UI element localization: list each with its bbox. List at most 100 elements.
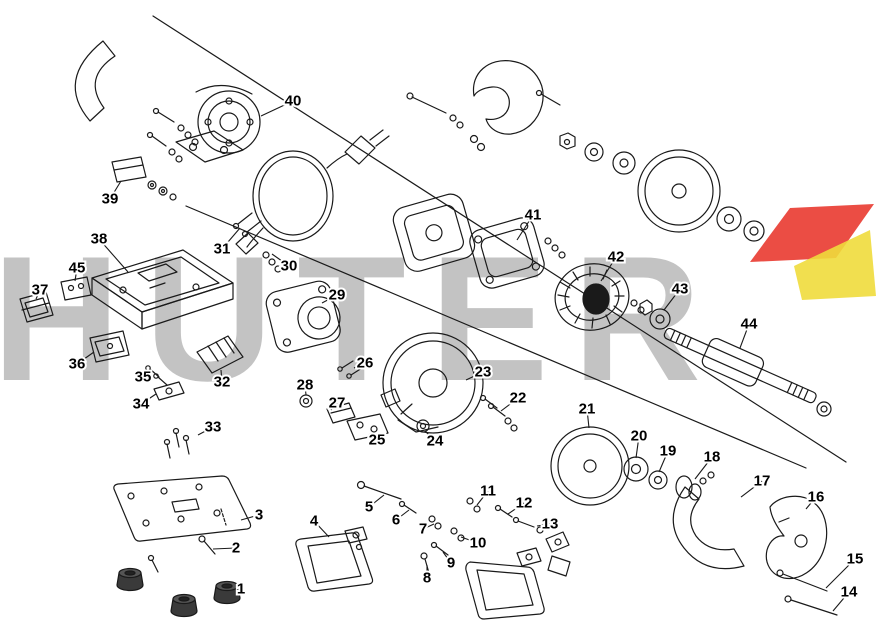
part-eye-shield-right bbox=[356, 480, 571, 620]
part-motor-body bbox=[392, 193, 476, 272]
part-label-30: 30 bbox=[281, 258, 298, 275]
part-leader-43 bbox=[663, 288, 681, 311]
part-label-14: 14 bbox=[841, 584, 858, 601]
part-leader-37 bbox=[35, 289, 41, 300]
part-leader-24 bbox=[424, 430, 436, 442]
part-34-bracket bbox=[153, 381, 185, 401]
part-label-37: 37 bbox=[32, 282, 49, 299]
part-leader-44 bbox=[739, 323, 750, 349]
part-label-3: 3 bbox=[255, 507, 263, 524]
part-leader-4 bbox=[313, 520, 330, 538]
axis-lines bbox=[152, 15, 847, 469]
part-label-41: 41 bbox=[525, 207, 542, 224]
part-28-nut bbox=[299, 394, 313, 408]
part-leader-38 bbox=[98, 238, 129, 273]
part-label-21: 21 bbox=[579, 401, 596, 418]
part-leader-19 bbox=[658, 450, 669, 473]
part-leader-5 bbox=[368, 494, 385, 508]
part-label-13: 13 bbox=[542, 516, 559, 533]
part-label-40: 40 bbox=[285, 93, 302, 110]
part-leader-6 bbox=[395, 509, 410, 521]
part-label-18: 18 bbox=[704, 449, 721, 466]
part-26-screws bbox=[337, 360, 363, 379]
part-label-1: 1 bbox=[237, 581, 245, 598]
part-17-wheel-guard bbox=[672, 471, 745, 570]
part-label-10: 10 bbox=[470, 535, 487, 552]
part-leader-35 bbox=[142, 372, 151, 378]
part-4-eye-shield bbox=[295, 526, 374, 592]
part-30-power-cord bbox=[235, 129, 390, 273]
part-leader-25 bbox=[368, 433, 378, 441]
part-label-8: 8 bbox=[423, 570, 431, 587]
part-label-24: 24 bbox=[427, 433, 444, 450]
part-29-motor-housing bbox=[265, 280, 341, 353]
part-leader-3 bbox=[240, 514, 260, 521]
part-label-17: 17 bbox=[754, 473, 771, 490]
part-leader-15 bbox=[825, 558, 856, 589]
part-leader-22 bbox=[500, 397, 519, 412]
part-label-20: 20 bbox=[631, 428, 648, 445]
part-41-end-bracket bbox=[469, 217, 566, 289]
part-label-28: 28 bbox=[297, 377, 314, 394]
part-33-screws bbox=[163, 427, 190, 459]
part-leader-26 bbox=[353, 362, 366, 369]
part-31-screws bbox=[232, 212, 262, 238]
part-label-19: 19 bbox=[660, 443, 677, 460]
part-22-screws bbox=[479, 394, 518, 432]
part-1-rubber-feet bbox=[116, 554, 241, 618]
part-label-11: 11 bbox=[480, 483, 496, 500]
part-leader-13 bbox=[536, 523, 551, 527]
part-label-9: 9 bbox=[447, 555, 455, 572]
part-label-29: 29 bbox=[329, 287, 346, 304]
part-44-armature-shaft bbox=[663, 327, 832, 417]
part-leader-29 bbox=[321, 294, 338, 304]
part-wheel-guard-half-left bbox=[74, 40, 116, 122]
part-leader-40 bbox=[260, 100, 294, 117]
part-15-14-screws bbox=[776, 569, 838, 616]
part-label-27: 27 bbox=[329, 395, 346, 412]
part-leader-18 bbox=[694, 456, 713, 480]
part-label-39: 39 bbox=[102, 191, 119, 208]
part-label-44: 44 bbox=[741, 316, 758, 333]
part-37-switch bbox=[19, 291, 54, 323]
part-leader-32 bbox=[220, 369, 223, 383]
part-label-42: 42 bbox=[608, 249, 625, 266]
part-label-45: 45 bbox=[69, 260, 86, 277]
part-32-strain-relief bbox=[196, 335, 244, 374]
part-36-box bbox=[89, 330, 130, 363]
part-leader-39 bbox=[109, 180, 122, 200]
part-label-12: 12 bbox=[516, 495, 533, 512]
part-label-2: 2 bbox=[232, 540, 240, 557]
brand-logo bbox=[750, 204, 876, 300]
part-leader-17 bbox=[740, 480, 763, 498]
logo-yellow-flag bbox=[794, 230, 876, 300]
part-label-43: 43 bbox=[672, 281, 689, 298]
part-label-5: 5 bbox=[365, 499, 373, 516]
part-leader-2 bbox=[212, 547, 237, 550]
part-label-23: 23 bbox=[475, 364, 492, 381]
part-leader-36 bbox=[76, 351, 95, 365]
part-leader-21 bbox=[586, 408, 590, 429]
part-16-guard-cover bbox=[765, 495, 828, 580]
part-leader-31 bbox=[221, 227, 241, 250]
part-leader-16 bbox=[805, 496, 817, 510]
part-label-7: 7 bbox=[419, 521, 427, 538]
part-label-6: 6 bbox=[392, 512, 400, 529]
diagram-line-art bbox=[19, 15, 847, 620]
part-label-35: 35 bbox=[135, 369, 152, 386]
part-43-bearing bbox=[639, 299, 671, 330]
part-label-25: 25 bbox=[369, 432, 386, 449]
part-label-16: 16 bbox=[808, 489, 825, 506]
part-label-34: 34 bbox=[133, 396, 150, 413]
part-label-36: 36 bbox=[69, 356, 86, 373]
part-leader-9 bbox=[442, 551, 452, 564]
part-label-31: 31 bbox=[214, 241, 231, 258]
part-35-screws bbox=[145, 365, 168, 386]
part-21-grinding-wheel bbox=[550, 426, 702, 506]
part-leader-34 bbox=[140, 393, 157, 405]
part-27-bracket bbox=[326, 402, 356, 424]
part-leader-7 bbox=[422, 523, 435, 530]
part-label-4: 4 bbox=[310, 513, 319, 530]
